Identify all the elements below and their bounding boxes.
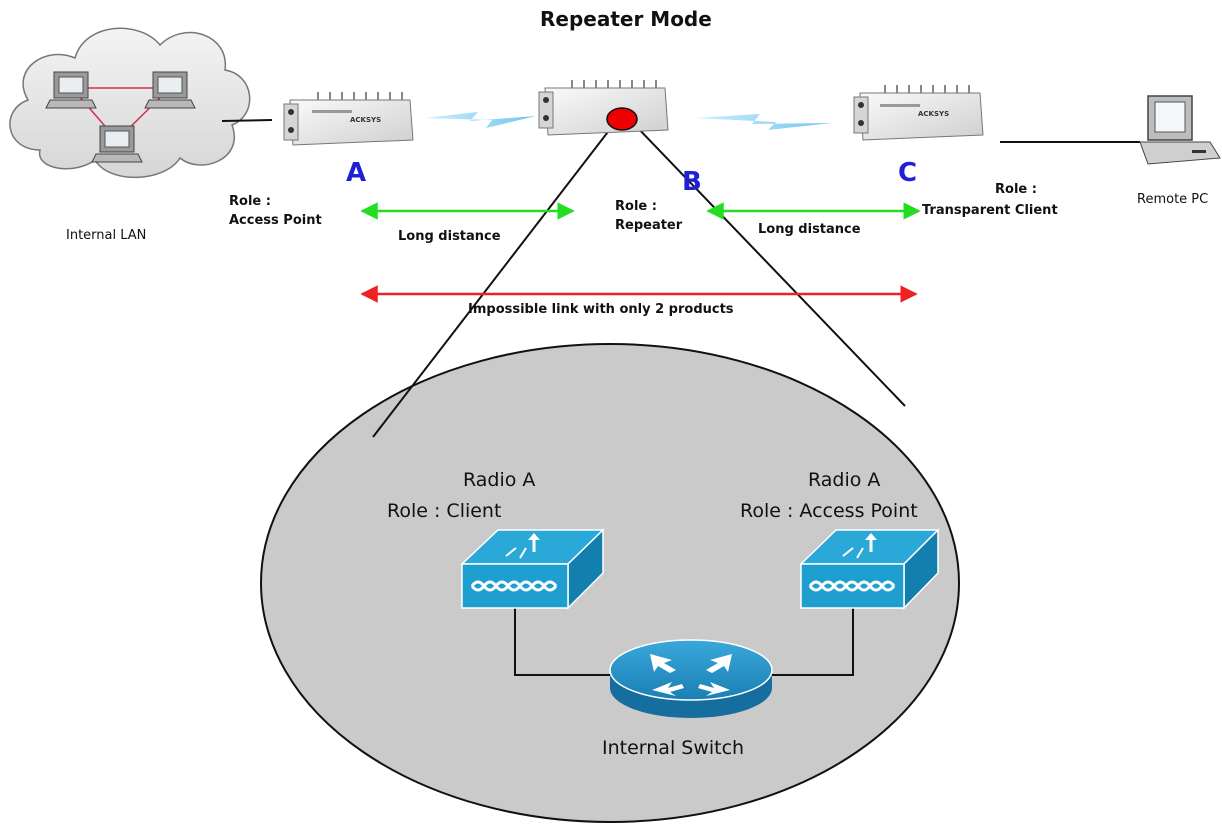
device-a-letter: A <box>346 158 367 188</box>
remote-pc-icon <box>1139 95 1221 165</box>
radio-right-role: Role : Access Point <box>740 500 918 522</box>
repeater-highlight-marker <box>606 107 638 131</box>
diagram-title: Repeater Mode <box>540 7 712 31</box>
radio-left-cable <box>514 608 612 676</box>
lan-computer-icon <box>144 71 196 109</box>
internal-lan-label: Internal LAN <box>66 228 147 243</box>
long-distance-left-label: Long distance <box>398 229 501 244</box>
lan-computer-icon <box>91 125 143 163</box>
radio-left-name: Radio A <box>463 469 536 491</box>
radio-right-icon <box>799 528 940 610</box>
device-c-role: Transparent Client <box>922 203 1058 218</box>
device-b-icon <box>538 80 669 136</box>
lan-computer-icon <box>45 71 97 109</box>
zoom-line-left <box>372 123 615 438</box>
long-distance-right-label: Long distance <box>758 222 861 237</box>
internal-lan-cloud <box>9 27 251 179</box>
wireless-link-bolt-icon <box>424 112 536 128</box>
repeater-detail-ellipse <box>260 343 960 823</box>
device-c-role-label: Role : <box>995 182 1037 197</box>
device-c-icon: ACKSYS <box>853 85 984 141</box>
device-b-letter: B <box>682 167 702 197</box>
zoom-line-right <box>633 123 906 407</box>
remote-pc-label: Remote PC <box>1137 192 1209 207</box>
radio-right-cable <box>770 608 854 676</box>
svg-text:ACKSYS: ACKSYS <box>918 110 949 118</box>
device-b-role: Repeater <box>615 218 683 233</box>
lan-cable <box>221 119 273 122</box>
radio-left-role: Role : Client <box>387 500 502 522</box>
device-a-icon: ACKSYS <box>283 92 414 146</box>
wireless-link-bolt-icon <box>694 114 832 130</box>
device-a-role: Access Point <box>229 213 322 228</box>
impossible-link-label: Impossible link with only 2 products <box>468 302 734 317</box>
radio-left-icon <box>460 528 605 610</box>
device-b-role-label: Role : <box>615 199 657 214</box>
device-c-letter: C <box>898 158 918 188</box>
radio-right-name: Radio A <box>808 469 881 491</box>
internal-switch-label: Internal Switch <box>602 737 745 759</box>
device-a-role-label: Role : <box>229 194 271 209</box>
internal-switch-icon <box>609 639 773 718</box>
svg-text:ACKSYS: ACKSYS <box>350 116 381 124</box>
